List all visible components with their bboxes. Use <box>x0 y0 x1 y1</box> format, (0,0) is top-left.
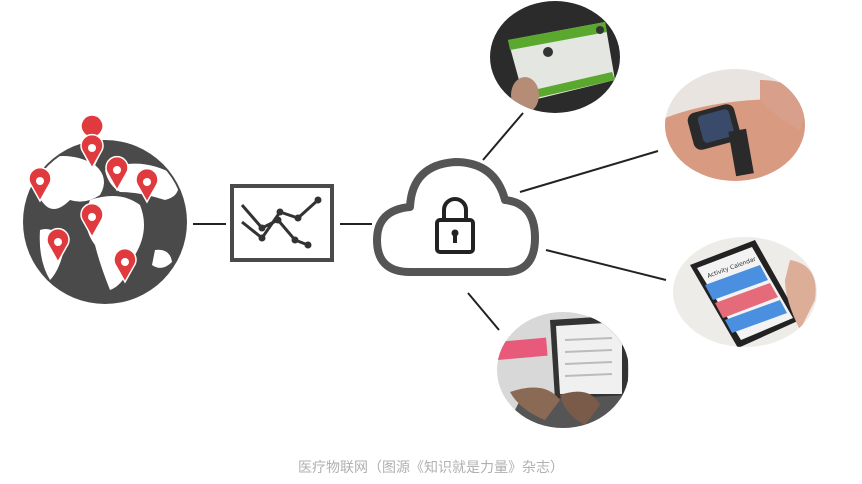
pin-icon <box>105 155 129 192</box>
cloud-lock-icon <box>373 158 539 276</box>
line-cloud-watch <box>519 150 659 193</box>
figure-caption: 医疗物联网（图源《知识就是力量》杂志） <box>298 460 564 476</box>
pin-icon <box>113 247 137 284</box>
globe-icon <box>23 114 187 304</box>
lock-icon <box>435 197 475 254</box>
tablet-photo <box>490 1 620 113</box>
smartwatch-photo <box>665 69 805 181</box>
pin-icon <box>46 227 70 264</box>
pin-icon <box>80 202 104 239</box>
smartphone-photo: Activity Calendar <box>673 237 817 347</box>
connector-lines <box>193 112 667 331</box>
laptop-photo <box>497 312 629 428</box>
pin-icon <box>28 166 52 203</box>
location-pins <box>28 114 159 284</box>
line-cloud-phone <box>545 249 667 281</box>
line-cloud-laptop <box>467 292 500 331</box>
pin-icon <box>135 167 159 204</box>
line-chart-icon <box>230 184 334 262</box>
pin-icon <box>80 133 104 170</box>
line-cloud-tablet <box>482 112 524 161</box>
